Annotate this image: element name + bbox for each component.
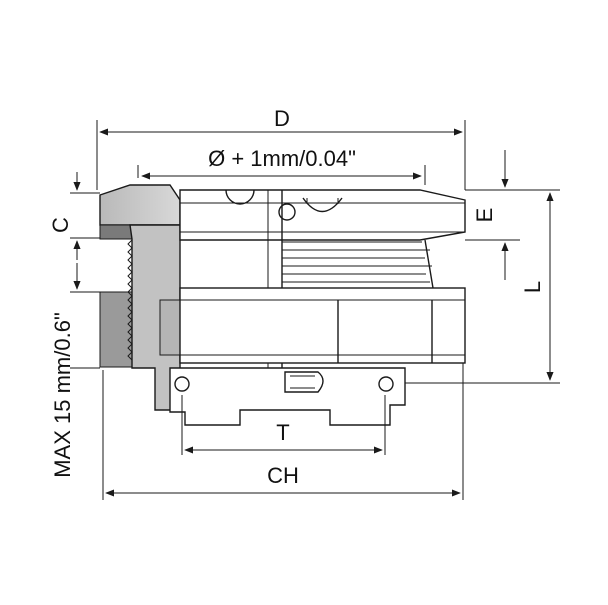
cap-hole (278, 203, 296, 221)
pin-detail (284, 371, 324, 393)
thread-lines-right (282, 241, 432, 283)
lower-body (169, 367, 406, 426)
label-l: L (520, 281, 545, 293)
label-diameter: Ø + 1mm/0.04" (208, 146, 356, 171)
label-ch: CH (267, 463, 299, 488)
label-d: D (274, 106, 290, 131)
screw-right (378, 376, 394, 392)
wall-panel-lower (99, 291, 133, 368)
label-c: C (48, 217, 73, 233)
screw-left (174, 376, 190, 392)
label-max-thickness: MAX 15 mm/0.6" (50, 312, 75, 478)
cap-section (99, 184, 181, 226)
dimensions: D Ø + 1mm/0.04" E L C MAX 15 mm/0.6" T (48, 106, 560, 500)
cap-clip (302, 197, 343, 213)
label-t: T (276, 420, 289, 445)
hex-nut (179, 287, 466, 364)
threaded-body-section (129, 224, 181, 411)
label-e: E (472, 208, 497, 223)
nut-section-left (159, 299, 181, 356)
thread-teeth-left (127, 239, 133, 361)
cap-notch (225, 189, 255, 205)
exterior-view (169, 189, 466, 426)
section-view (99, 184, 181, 411)
